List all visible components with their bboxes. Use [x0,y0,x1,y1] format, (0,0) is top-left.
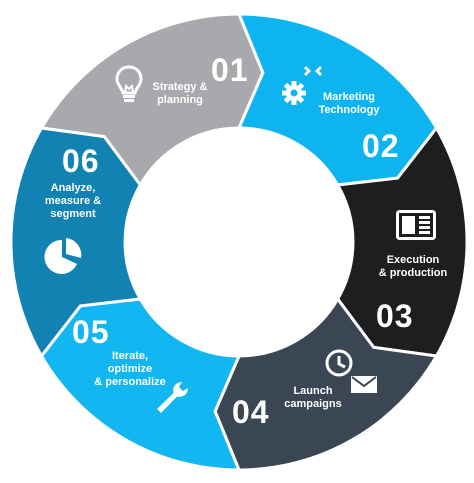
segment-01-label-line: Strategy & [152,81,208,93]
gear-code-icon [282,66,322,105]
lightbulb-icon [115,65,143,102]
pie-chart-icon [44,238,82,274]
clock-envelope-icon [325,349,377,393]
segment-03-label-line: Execution [386,254,440,266]
segment-04-number: 04 [232,394,270,430]
segment-04-label: Launch campaigns [278,385,348,411]
segment-03-label: Execution & production [368,254,458,280]
segment-03-number: 03 [376,298,414,334]
segment-02-number: 02 [362,128,400,164]
segment-01-label: Strategy & planning [148,81,212,107]
segment-03-label-line: & production [378,267,448,279]
segment-04-label-line: Launch [293,385,333,397]
segment-06-label-line: measure & [44,195,102,207]
segment-05-label-line: Iterate, [111,350,149,362]
newspaper-icon [396,210,436,240]
segment-06-label-line: segment [50,208,96,220]
segment-05-label-line: & personalize [94,376,166,388]
segment-05-label-line: optimize [107,363,153,375]
segment-01-label-line: planning [157,94,203,106]
segment-05-label: Iterate, optimize & personalize [82,350,178,389]
segment-01-number: 01 [211,52,249,88]
segment-04-label-line: campaigns [284,398,342,410]
segment-06-shape [9,126,143,359]
segment-02-label-line: Technology [318,104,380,116]
segment-06-number: 06 [62,143,100,179]
ring-center [126,129,352,355]
segment-06-label-line: Analyze, [50,182,96,194]
segment-06-label: Analyze, measure & segment [32,182,114,221]
segment-02-label-line: Marketing [323,91,375,103]
wrench-icon [157,382,188,413]
segment-05-number: 05 [72,314,110,350]
segment-02-label: Marketing Technology [312,91,386,117]
